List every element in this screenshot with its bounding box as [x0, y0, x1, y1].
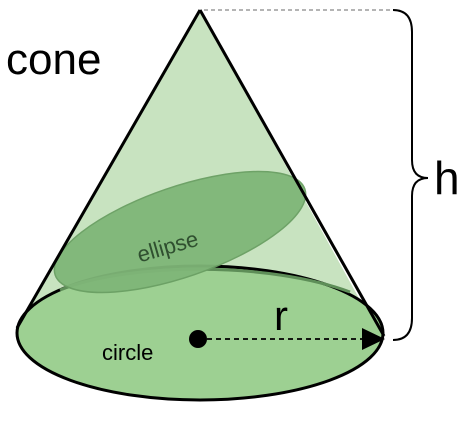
cone-left-edge — [15, 9, 202, 329]
label-height: h — [434, 152, 460, 204]
center-point — [189, 330, 207, 348]
radius-arrowhead — [362, 328, 385, 350]
ellipse-section — [53, 170, 307, 294]
label-radius: r — [274, 292, 288, 339]
height-brace — [392, 9, 429, 341]
cone-right-edge — [198, 9, 386, 337]
title-cone: cone — [6, 35, 101, 84]
label-circle: circle — [102, 340, 153, 365]
